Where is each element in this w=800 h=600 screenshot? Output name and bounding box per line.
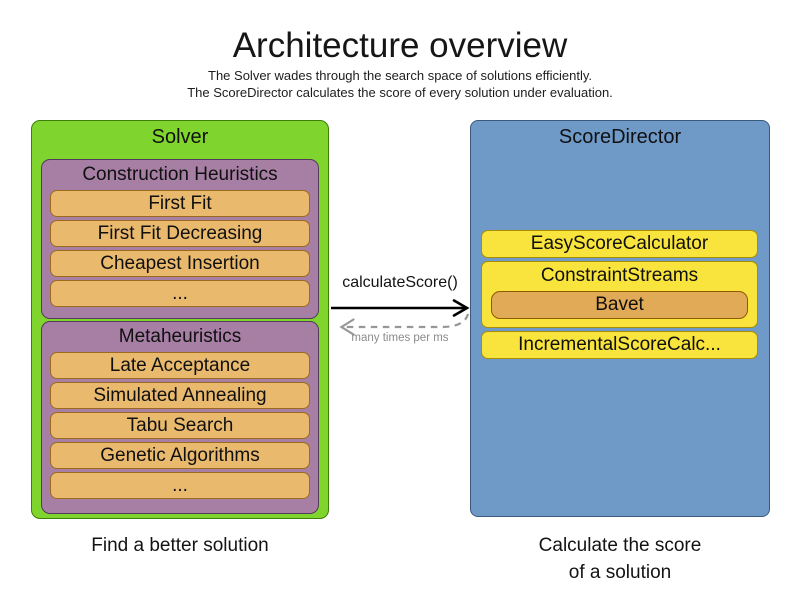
score-director-caption-line2: of a solution xyxy=(568,562,672,583)
algorithm-item-tabu-search: Tabu Search xyxy=(50,412,310,439)
construction-heuristics-label: Construction Heuristics xyxy=(82,164,278,185)
algorithm-item-genetic-algorithms: Genetic Algorithms xyxy=(50,442,310,469)
algorithm-item-first-fit-decreasing: First Fit Decreasing xyxy=(50,220,310,247)
score-director-box: ScoreDirector EasyScoreCalculator Constr… xyxy=(470,120,770,517)
algorithm-item-cheapest-insertion: Cheapest Insertion xyxy=(50,250,310,277)
algorithm-item-late-acceptance: Late Acceptance xyxy=(50,352,310,379)
page-title: Architecture overview xyxy=(232,26,568,65)
metaheuristics-label: Metaheuristics xyxy=(118,326,242,347)
bavet-box: Bavet xyxy=(491,291,748,319)
algorithm-item-ch-ellipsis: ... xyxy=(50,280,310,307)
score-director-caption: Calculate the score of a solution xyxy=(470,532,770,586)
solver-box-title: Solver xyxy=(151,126,209,148)
frequency-label: many times per ms xyxy=(351,332,449,344)
calculate-score-label: calculateScore() xyxy=(342,274,458,291)
easy-score-calculator-box: EasyScoreCalculator xyxy=(481,230,758,258)
incremental-score-calculator-box: IncrementalScoreCalc... xyxy=(481,331,758,359)
connection-arrows xyxy=(331,299,470,336)
solver-box: Solver Construction Heuristics First Fit… xyxy=(31,120,329,519)
algorithm-item-mh-ellipsis: ... xyxy=(50,472,310,499)
metaheuristics-group: Metaheuristics Late Acceptance Simulated… xyxy=(41,321,319,514)
algorithm-item-first-fit: First Fit xyxy=(50,190,310,217)
subtitle-line2: The ScoreDirector calculates the score o… xyxy=(187,85,613,100)
score-director-box-title: ScoreDirector xyxy=(558,126,682,148)
constraint-streams-label: ConstraintStreams xyxy=(540,265,699,286)
constraint-streams-box: ConstraintStreams Bavet xyxy=(481,261,758,328)
subtitle-line1: The Solver wades through the search spac… xyxy=(208,68,592,83)
construction-heuristics-group: Construction Heuristics First Fit First … xyxy=(41,159,319,319)
return-arrow-dashed-line xyxy=(342,313,470,329)
solver-caption: Find a better solution xyxy=(91,535,269,556)
score-director-caption-line1: Calculate the score xyxy=(538,535,702,556)
algorithm-item-simulated-annealing: Simulated Annealing xyxy=(50,382,310,409)
calculate-score-arrowhead-icon xyxy=(452,299,470,317)
return-arrowhead-icon xyxy=(339,318,355,336)
